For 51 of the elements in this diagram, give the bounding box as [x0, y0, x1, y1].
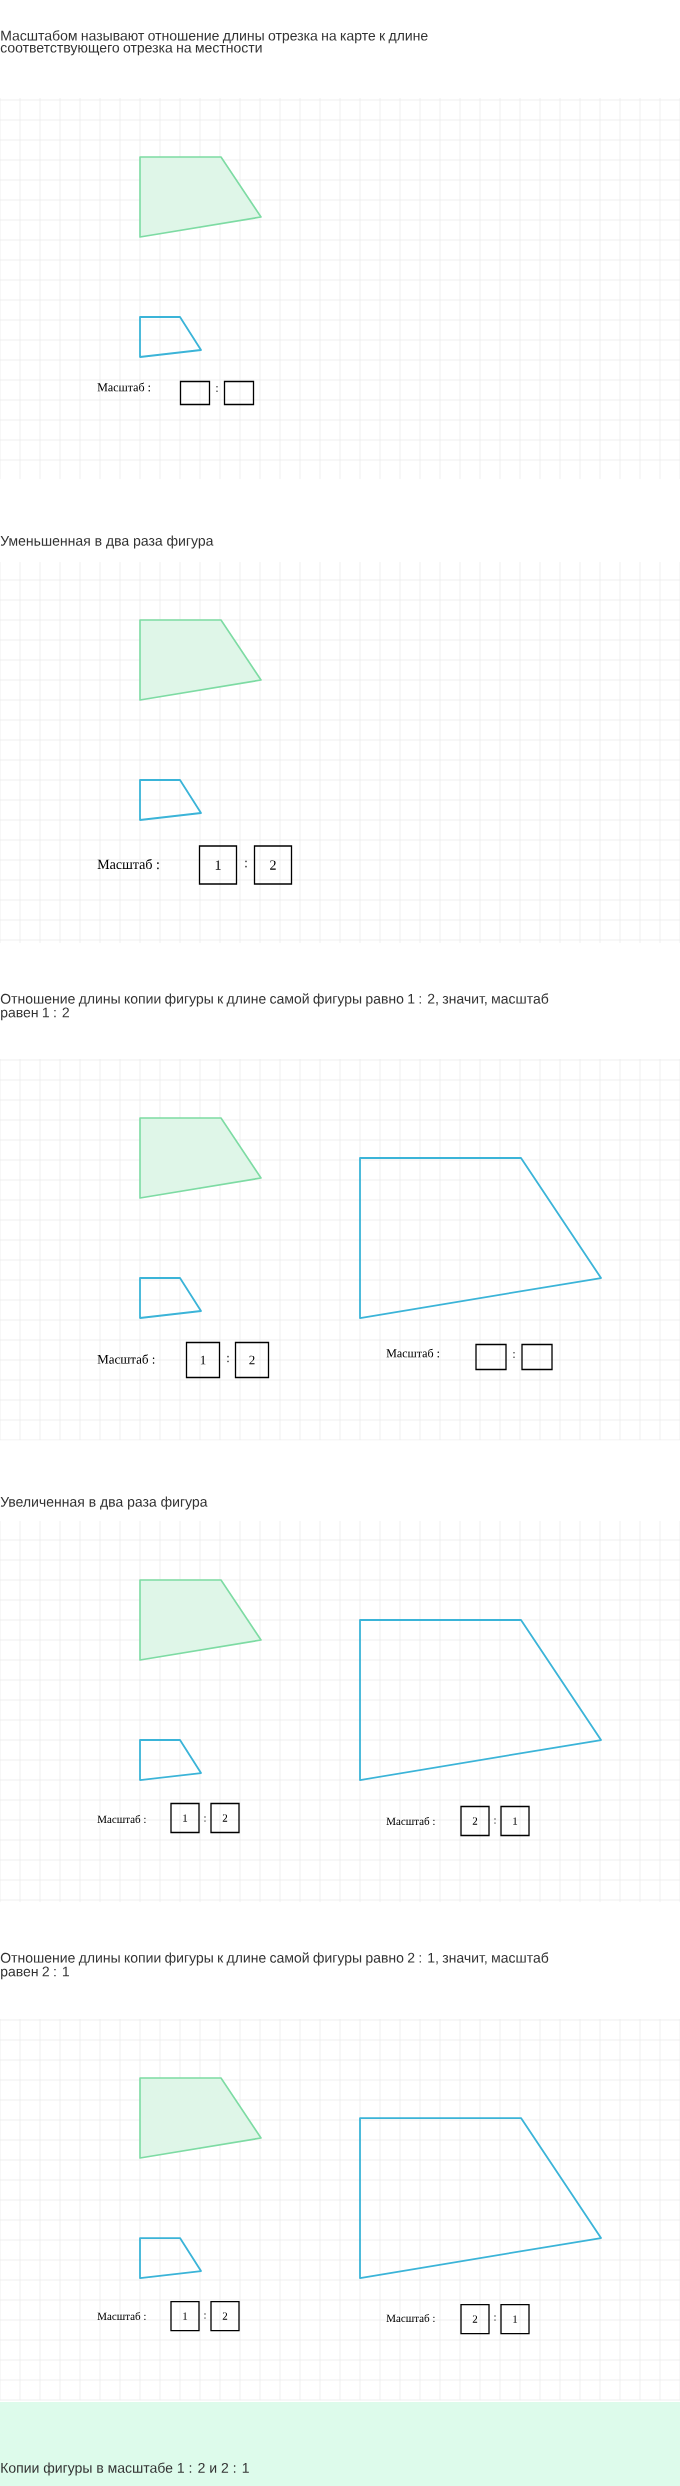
ratio-box: 2 — [460, 1805, 490, 1837]
ratio-box: 2 — [210, 2300, 240, 2332]
quadrilateral-figure — [139, 1117, 262, 1199]
ratio-box: 2 — [234, 1341, 270, 1379]
ratio-box: 2 — [210, 1802, 240, 1834]
scale-label: Масштаб : — [97, 2312, 146, 2321]
paragraph: Отношение длины копии фигуры к длине самой фигуры равно 2 : 1, значит, масштаб равен 2 : 1 — [0, 1952, 549, 1980]
quadrilateral-figure — [139, 2237, 202, 2279]
ratio-colon: : — [204, 1816, 206, 1822]
ratio-colon: : — [245, 860, 247, 868]
quadrilateral-figure — [139, 1579, 262, 1661]
ratio-colon: : — [227, 1355, 229, 1363]
scale-label: Масштаб : — [386, 2314, 435, 2323]
ratio-box: 1 — [170, 2300, 200, 2332]
scale-label: Масштаб : — [97, 1815, 146, 1824]
answer-box — [475, 1343, 507, 1371]
scale-label: Масштаб : — [97, 382, 150, 392]
ratio-colon: : — [494, 1818, 496, 1824]
scale-label: Масштаб : — [97, 1354, 155, 1364]
heading: Уменьшенная в два раза фигура — [0, 535, 214, 549]
ratio-colon: : — [494, 2315, 496, 2321]
scale-label: Масштаб : — [386, 1348, 439, 1358]
ratio-colon: : — [216, 386, 218, 392]
quadrilateral-figure — [139, 1277, 202, 1319]
ratio-colon: : — [204, 2313, 206, 2319]
quadrilateral-figure — [139, 316, 202, 358]
ratio-box: 1 — [500, 1805, 530, 1837]
paragraph: Отношение длины копии фигуры к длине самой фигуры равно 1 : 2, значит, масштаб равен 1 : 2 — [0, 993, 549, 1021]
ratio-box: 1 — [198, 845, 238, 885]
scale-label: Масштаб : — [97, 858, 159, 870]
quadrilateral-figure — [139, 2077, 262, 2159]
ratio-box: 2 — [460, 2303, 490, 2335]
heading: Копии фигуры в масштабе 1 : 2 и 2 : 1 — [1, 2462, 249, 2476]
ratio-colon: : — [513, 1352, 515, 1358]
quadrilateral-figure — [139, 156, 262, 238]
ratio-box: 1 — [170, 1802, 200, 1834]
answer-box — [179, 380, 211, 406]
heading: Увеличенная в два раза фигура — [0, 1496, 208, 1510]
ratio-box: 2 — [253, 845, 293, 885]
scale-label: Масштаб : — [386, 1817, 435, 1826]
answer-box — [223, 380, 255, 406]
quadrilateral-figure — [139, 1739, 202, 1781]
quadrilateral-figure — [139, 619, 262, 701]
ratio-box: 1 — [500, 2303, 530, 2335]
quadrilateral-figure — [359, 1619, 602, 1781]
ratio-box: 1 — [185, 1341, 221, 1379]
quadrilateral-figure — [359, 1157, 602, 1319]
answer-box — [521, 1343, 553, 1371]
quadrilateral-figure — [139, 779, 202, 821]
paragraph: Масштабом называют отношение длины отрезка на карте к длине соответствующего отрезка на местности — [0, 30, 428, 56]
quadrilateral-figure — [359, 2117, 602, 2279]
